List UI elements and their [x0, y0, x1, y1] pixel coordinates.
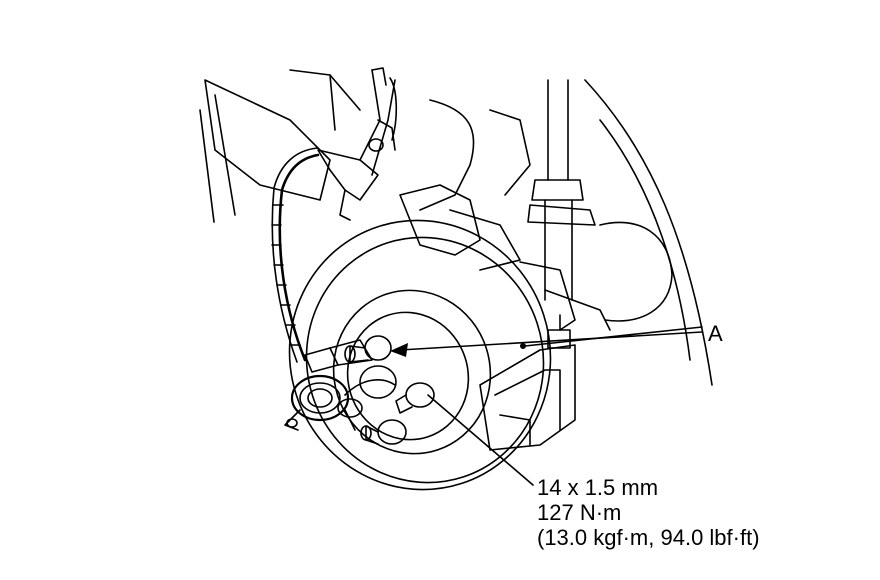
indicator-flex-arm	[271, 147, 320, 363]
suspension-strut	[527, 79, 596, 301]
brake-disc	[288, 219, 552, 491]
dial-indicator	[284, 339, 397, 431]
fender-arc-inner	[599, 119, 691, 361]
control-arm	[199, 69, 531, 271]
locking-pliers	[317, 67, 398, 221]
brake-caliper	[479, 314, 576, 451]
callout-a-leader-lower	[399, 331, 703, 351]
callout-a-target	[520, 343, 526, 349]
spec-torque-nm: 127 N·m	[537, 500, 622, 525]
spec-thread-size: 14 x 1.5 mm	[537, 475, 659, 500]
spec-leader	[427, 394, 534, 486]
callout-label-a: A	[708, 321, 723, 346]
callout-a-arrowhead	[390, 343, 408, 357]
torque-spec-block: 14 x 1.5 mm 127 N·m (13.0 kgf·m, 94.0 lb…	[537, 476, 760, 551]
knuckle-assembly	[399, 184, 673, 331]
wheel-nuts	[344, 335, 435, 445]
spec-torque-alt-units: (13.0 kgf·m, 94.0 lbf·ft)	[537, 525, 760, 550]
fender-arc	[584, 79, 713, 386]
